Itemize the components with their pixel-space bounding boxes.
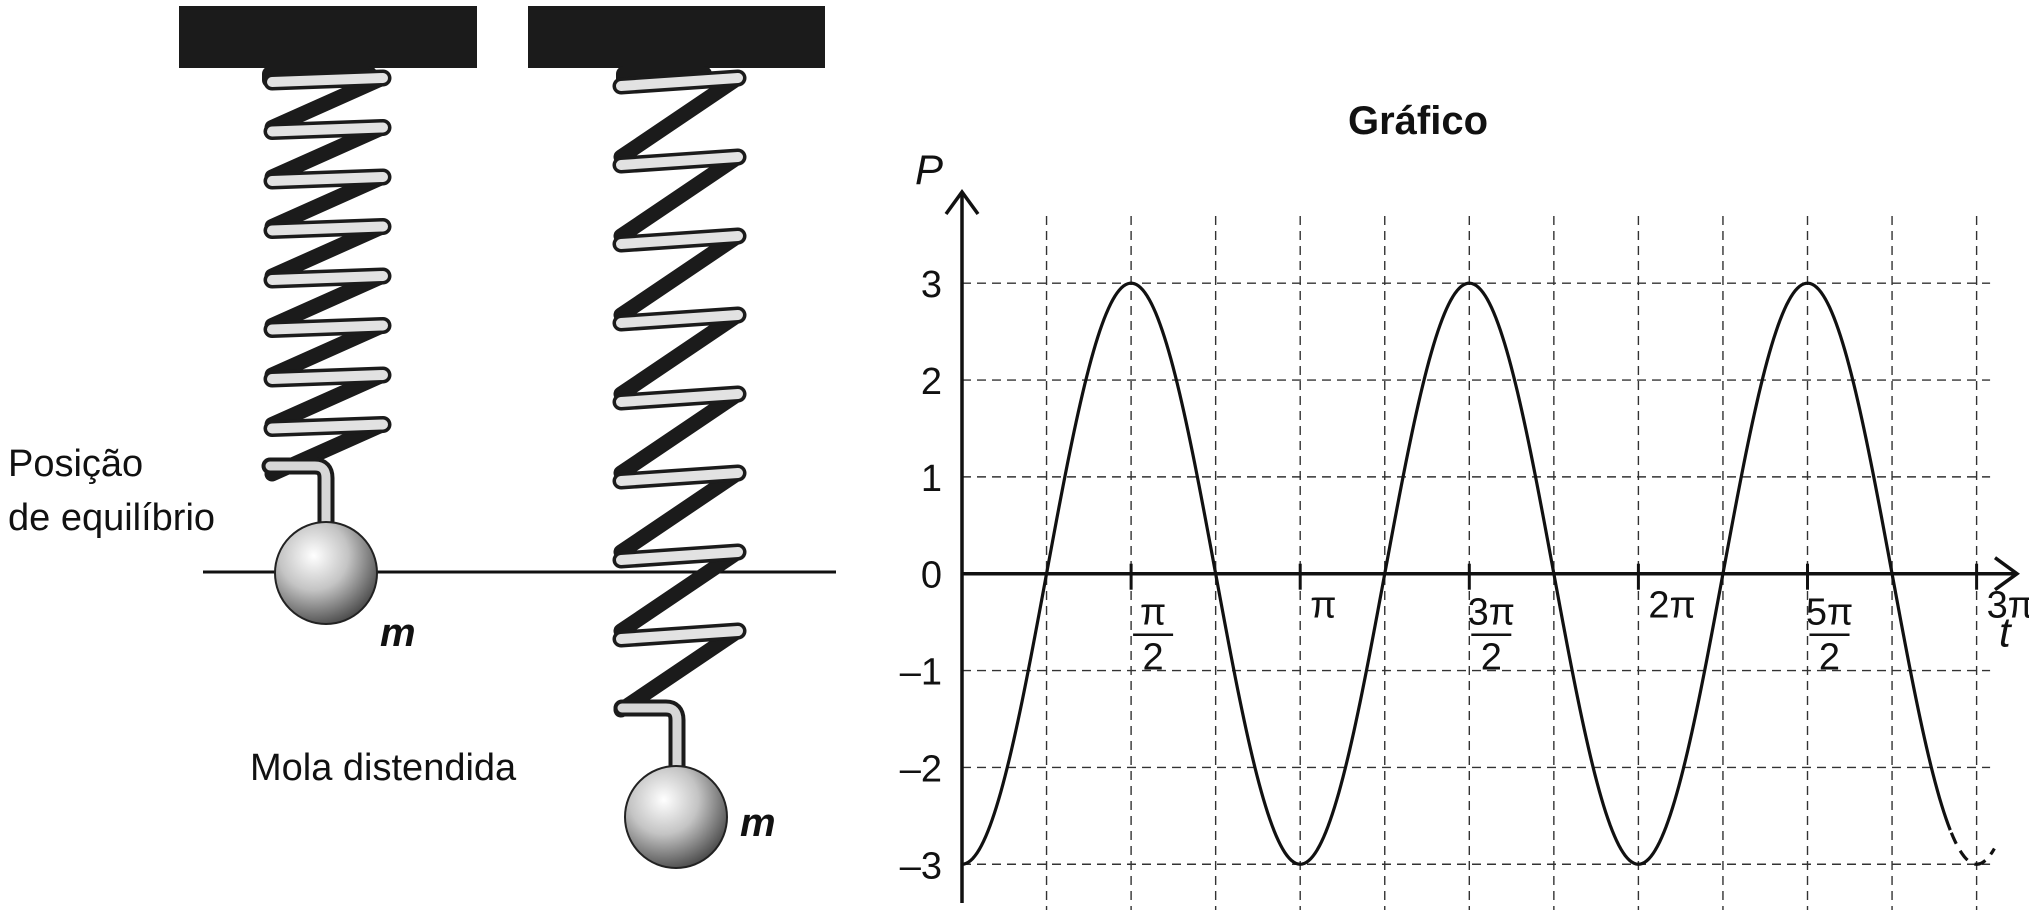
x-tick-label: 3π <box>1987 585 2029 627</box>
spring-right-coil <box>616 152 743 170</box>
label-equilibrium-line1: Posição <box>8 443 143 485</box>
x-tick-label: 2π <box>1648 585 1695 627</box>
y-tick-label: –3 <box>900 845 942 887</box>
x-tick-label-numerator: 5π <box>1806 592 1853 634</box>
hook-right <box>613 699 686 781</box>
y-tick-label: 0 <box>921 555 942 597</box>
mass-ball-right <box>624 765 728 869</box>
spring-right-back-strand <box>613 623 746 718</box>
spring-right-back-strand <box>613 307 746 402</box>
ceiling-left <box>179 6 477 68</box>
ceiling-right <box>528 6 825 68</box>
x-axis-label: t <box>1999 609 2013 656</box>
spring-right-back-strand <box>613 465 746 560</box>
chart-axes <box>944 189 2020 903</box>
spring-right-back-strand <box>613 386 746 481</box>
y-tick-label: –2 <box>900 748 942 790</box>
spring-left-coil <box>267 73 388 87</box>
spring-left-coil <box>267 122 388 137</box>
spring-right-coil <box>616 310 743 328</box>
x-tick-label-numerator: π <box>1140 592 1166 634</box>
hook-left-highlight <box>265 461 331 537</box>
spring-left-coil <box>267 172 388 186</box>
spring-left-coil <box>267 370 388 384</box>
spring-right-coil <box>616 389 743 407</box>
hook-right-highlight <box>617 703 682 777</box>
mass-label-right: m <box>740 801 776 845</box>
spring-right-coil <box>616 468 743 486</box>
spring-right-coil <box>616 73 743 91</box>
spring-left-coil <box>267 271 388 285</box>
y-tick-label: –1 <box>900 652 942 694</box>
chart-series <box>961 281 1996 866</box>
spring-right-coil <box>616 231 743 249</box>
mass-ball-left <box>274 521 378 625</box>
x-tick-label-denominator: 2 <box>1481 637 1502 679</box>
series-line <box>961 281 1952 866</box>
y-axis-arrow <box>944 189 980 216</box>
chart-title: Gráfico <box>1348 99 1488 143</box>
spring-stretched <box>612 69 747 718</box>
spring-illustration: Posição de equilíbrio Mola distendida m … <box>8 6 836 869</box>
spring-right-back-strand <box>613 70 746 165</box>
chart-grid <box>962 216 1991 910</box>
spring-right-back-strand <box>613 149 746 244</box>
spring-right-coil <box>616 626 743 644</box>
y-tick-label: 3 <box>921 264 942 306</box>
mass-label-left: m <box>380 611 416 655</box>
spring-compressed <box>263 69 392 482</box>
spring-right-back-strand <box>613 228 746 323</box>
y-tick-label: 1 <box>921 458 942 500</box>
x-tick-label-numerator: 3π <box>1468 592 1515 634</box>
spring-left-coil <box>267 419 388 434</box>
spring-right-coil <box>616 547 743 565</box>
spring-left-coil <box>267 320 388 335</box>
series-line-continuation <box>1949 832 1996 866</box>
y-axis-label: P <box>915 146 943 193</box>
spring-right-back-strand <box>613 544 746 639</box>
label-stretched-spring: Mola distendida <box>250 747 517 789</box>
x-axis-arrow <box>1993 556 2020 592</box>
spring-left-coil <box>267 221 388 236</box>
x-tick-label: π <box>1310 585 1336 627</box>
label-equilibrium-line2: de equilíbrio <box>8 497 215 539</box>
x-tick-label-denominator: 2 <box>1143 637 1164 679</box>
y-tick-label: 2 <box>921 361 942 403</box>
x-tick-label-denominator: 2 <box>1819 637 1840 679</box>
